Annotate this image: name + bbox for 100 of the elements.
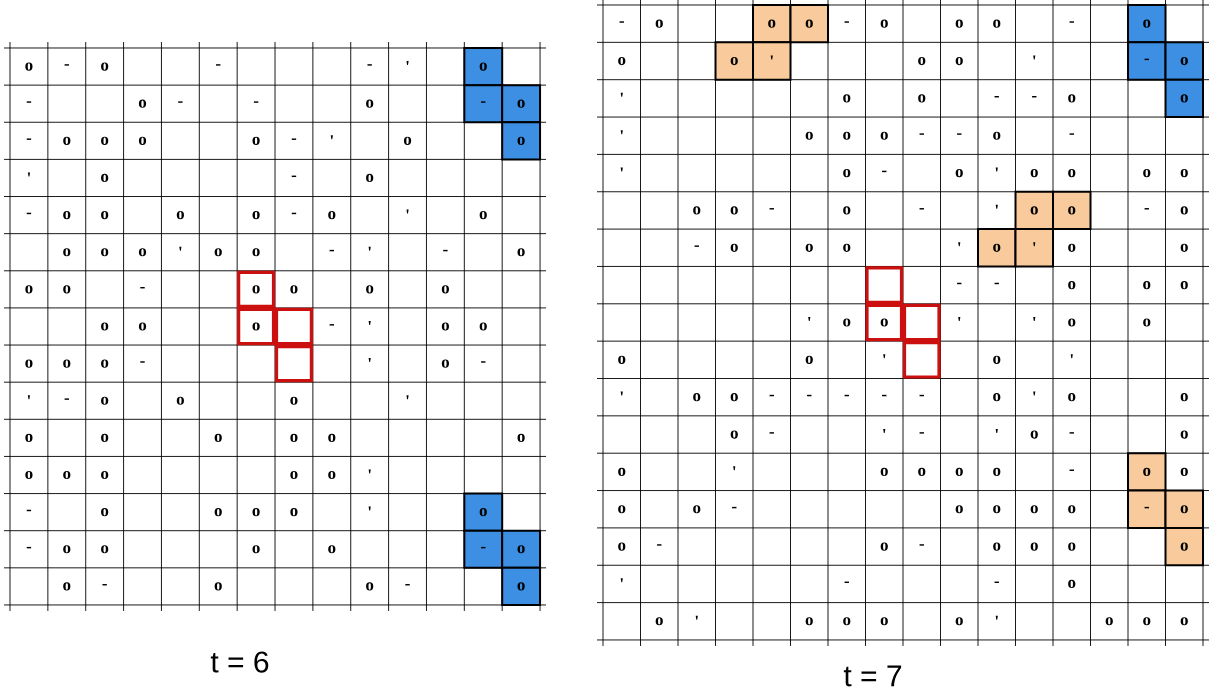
cell-symbol: o	[730, 430, 738, 439]
cell-symbol: -	[140, 361, 145, 363]
cell-symbol: o	[1180, 430, 1188, 439]
cell-symbol: o	[730, 56, 738, 66]
cell-symbol: -	[994, 96, 999, 98]
cell-symbol: -	[919, 544, 924, 546]
cell-symbol: o	[1143, 281, 1151, 290]
cell-symbol: o	[618, 467, 626, 476]
cell-symbol: -	[178, 101, 183, 103]
cell-symbol: o	[366, 285, 374, 294]
cell-symbol: '	[1033, 55, 1036, 60]
cell-symbol: o	[805, 617, 813, 626]
cell-symbol: '	[995, 428, 998, 433]
cell-symbol: o	[366, 99, 374, 108]
cell-symbol: o	[1068, 206, 1076, 215]
cell-symbol: '	[1033, 391, 1036, 396]
cell-symbol: o	[290, 433, 298, 442]
cell-symbol: o	[252, 248, 260, 257]
cell-symbol: o	[25, 433, 33, 442]
caption: t = 7	[843, 665, 902, 687]
cell-symbol: o	[101, 396, 109, 405]
cell-symbol: o	[366, 173, 374, 183]
cell-symbol: o	[101, 136, 109, 145]
cell-symbol: -	[26, 138, 32, 140]
cell-symbol: -	[1069, 21, 1074, 23]
cell-symbol: '	[620, 167, 623, 172]
cell-symbol: '	[1033, 242, 1036, 247]
cell-symbol: -	[807, 394, 812, 397]
cell-symbol: o	[25, 285, 33, 294]
cell-symbol: o	[843, 131, 851, 140]
cell-symbol: '	[883, 428, 886, 433]
cell-symbol: o	[101, 545, 109, 554]
cell-symbol: o	[176, 396, 184, 405]
cell-symbol: o	[955, 19, 963, 28]
cell-symbol: o	[1030, 542, 1038, 551]
cell-symbol: '	[995, 204, 998, 209]
cell-symbol: o	[1180, 206, 1188, 215]
cell-symbol: '	[1070, 354, 1073, 359]
cell-symbol: o	[290, 470, 298, 480]
cell-symbol: '	[406, 209, 409, 214]
cell-symbol: o	[328, 545, 336, 554]
cell-symbol: o	[618, 56, 626, 66]
cell-symbol: o	[25, 470, 33, 480]
cell-symbol: o	[101, 211, 109, 220]
cell-symbol: -	[140, 287, 145, 289]
cell-symbol: o	[655, 19, 663, 28]
cell-symbol: -	[64, 398, 69, 400]
cell-symbol: o	[1180, 393, 1188, 402]
cell-symbol: o	[1068, 542, 1076, 551]
cell-symbol: -	[481, 546, 486, 549]
cell-symbol: o	[25, 62, 33, 71]
cell-symbol: -	[291, 212, 297, 215]
cell-symbol: o	[993, 243, 1001, 252]
cell-symbol: '	[733, 466, 736, 471]
cell-symbol: o	[730, 393, 738, 402]
cell-symbol: o	[63, 211, 71, 220]
cell-symbol: -	[216, 64, 221, 66]
cell-symbol: o	[1180, 617, 1188, 626]
cell-symbol: -	[405, 584, 410, 586]
cell-symbol: o	[955, 56, 963, 66]
cell-symbol: '	[368, 358, 371, 363]
cell-symbol: -	[994, 581, 999, 583]
cell-symbol: o	[252, 322, 260, 331]
cell-symbol: o	[843, 617, 851, 626]
cell-symbol: '	[368, 469, 371, 474]
cell-symbol: o	[517, 433, 525, 442]
cell-symbol: o	[880, 542, 888, 551]
cell-symbol: -	[329, 324, 334, 326]
cell-symbol: o	[176, 211, 184, 220]
cell-symbol: o	[63, 285, 71, 294]
cell-symbol: -	[957, 282, 962, 285]
cell-symbol: -	[844, 21, 849, 23]
cell-symbol: o	[101, 508, 109, 517]
cell-symbol: o	[479, 508, 487, 517]
cell-symbol: -	[957, 133, 962, 135]
cell-symbol: o	[880, 617, 888, 626]
cell-symbol: -	[1144, 506, 1149, 509]
cell-symbol: -	[657, 544, 662, 546]
cell-symbol: o	[993, 131, 1001, 140]
cell-symbol: '	[330, 135, 333, 140]
cell-symbol: -	[102, 584, 107, 586]
cell-symbol: o	[880, 318, 888, 327]
cell-symbol: '	[770, 55, 773, 60]
cell-symbol: o	[1143, 318, 1151, 327]
cell-symbol: o	[138, 322, 147, 331]
cell-symbol: o	[101, 470, 109, 480]
cell-symbol: o	[63, 359, 71, 368]
cell-symbol: o	[214, 582, 222, 591]
cell-symbol: o	[328, 433, 336, 442]
cell-symbol: o	[805, 131, 813, 140]
cell-symbol: o	[25, 359, 33, 368]
cell-symbol: o	[1030, 169, 1038, 178]
cell-symbol: -	[443, 249, 448, 252]
cell-symbol: -	[694, 245, 699, 247]
cell-symbol: o	[252, 136, 260, 145]
cell-symbol: o	[918, 94, 926, 103]
cell-symbol: o	[252, 545, 260, 554]
cell-symbol: '	[620, 391, 623, 396]
cell-symbol: -	[1069, 133, 1074, 135]
cell-symbol: o	[517, 545, 525, 554]
